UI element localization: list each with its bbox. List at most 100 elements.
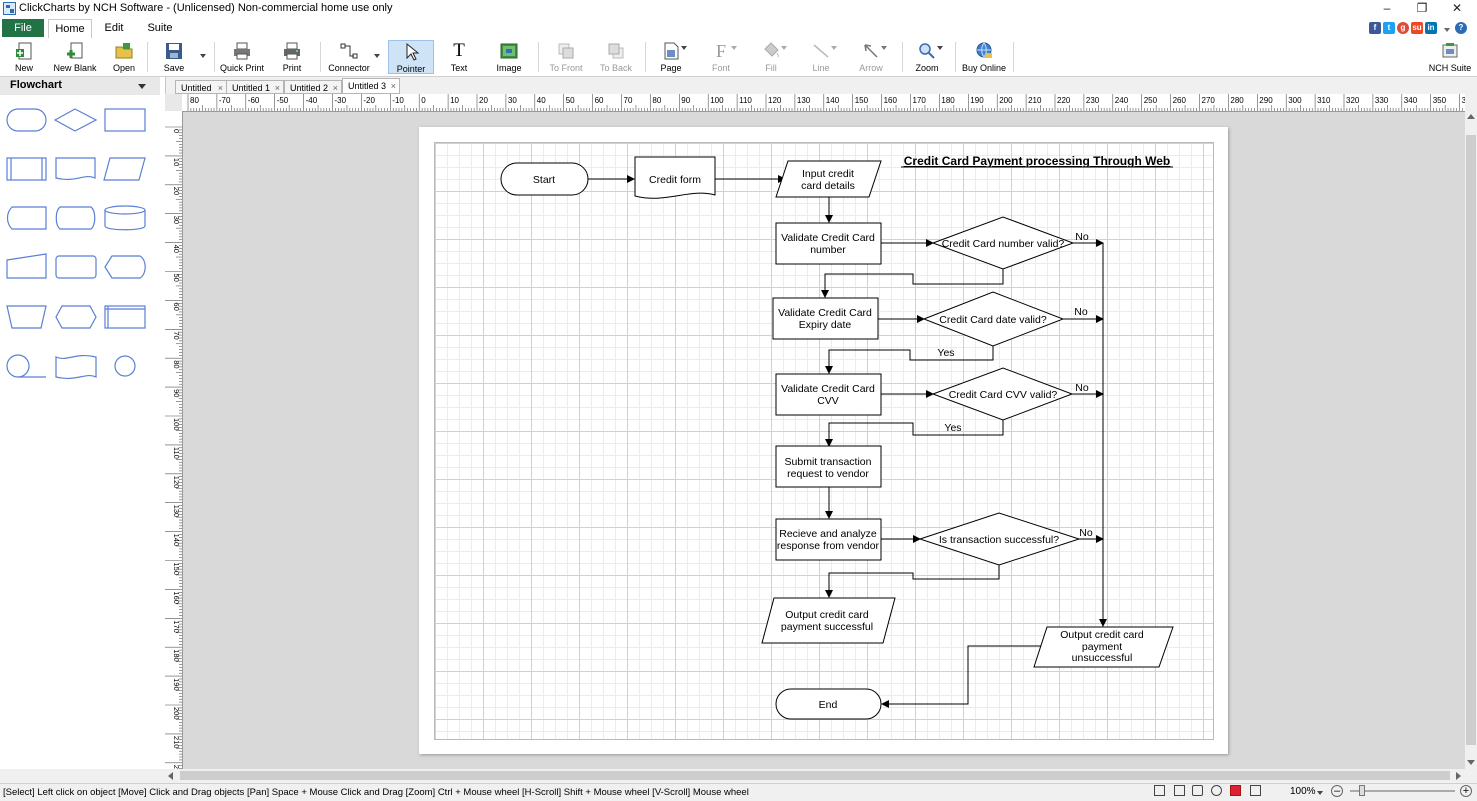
open-button[interactable]: Open — [106, 40, 142, 74]
zoom-in-icon[interactable]: + — [1460, 785, 1472, 797]
document-shape[interactable] — [55, 157, 96, 181]
decision-cvv[interactable] — [931, 367, 1074, 421]
output-fail-data[interactable] — [1033, 626, 1174, 668]
manual-operation-shape[interactable] — [6, 305, 47, 329]
connector-decision1-expiry[interactable] — [821, 269, 1004, 298]
connector-dropdown-icon[interactable] — [374, 54, 380, 58]
scroll-left-icon[interactable] — [168, 772, 173, 780]
zoom-dropdown-icon[interactable] — [937, 46, 943, 50]
grid-toggle-icon[interactable] — [1211, 785, 1222, 796]
restore-button[interactable]: ❐ — [1416, 1, 1428, 15]
scroll-up-icon[interactable] — [1467, 114, 1475, 119]
doc-tab-untitled-2[interactable]: Untitled 2× — [284, 80, 342, 94]
twitter-icon[interactable]: t — [1383, 22, 1395, 34]
connector-view-icon[interactable] — [1192, 785, 1203, 796]
image-button[interactable]: Image — [490, 40, 528, 74]
credit-form-document[interactable] — [634, 156, 716, 199]
horizontal-scroll-thumb[interactable] — [180, 771, 1450, 780]
google-icon[interactable]: g — [1397, 22, 1409, 34]
internal-storage-shape[interactable] — [104, 305, 146, 329]
nch-suite-button[interactable]: NCH Suite — [1428, 40, 1472, 74]
manual-input-shape[interactable] — [6, 253, 47, 279]
vertical-scroll-thumb[interactable] — [1466, 135, 1476, 745]
facebook-icon[interactable]: f — [1369, 22, 1381, 34]
new-blank-button[interactable]: New Blank — [52, 40, 98, 74]
zoom-button[interactable]: Zoom — [908, 40, 946, 74]
data-shape[interactable] — [103, 157, 146, 181]
snap-icon[interactable] — [1230, 785, 1241, 796]
validate-expiry-process[interactable] — [772, 297, 879, 340]
page-view-icon[interactable] — [1174, 785, 1185, 796]
print-button[interactable]: Print — [274, 40, 310, 74]
database-shape[interactable] — [104, 205, 146, 231]
line-button[interactable]: Line — [802, 40, 840, 74]
terminator-shape[interactable] — [6, 108, 47, 132]
tab-edit[interactable]: Edit — [104, 22, 124, 34]
receive-process[interactable] — [775, 518, 882, 561]
arrow-button[interactable]: Arrow — [852, 40, 890, 74]
validate-cvv-process[interactable] — [775, 373, 882, 416]
stumbleupon-icon[interactable]: su — [1411, 22, 1423, 34]
end-terminator[interactable] — [775, 688, 882, 720]
connector-decision2-cvv[interactable] — [825, 346, 994, 374]
text-button[interactable]: T Text — [440, 40, 478, 74]
alternate-process-shape[interactable] — [55, 255, 97, 279]
close-tab-icon[interactable]: × — [332, 83, 338, 93]
connector-fail-end[interactable] — [881, 645, 1042, 708]
decision-shape[interactable] — [53, 108, 98, 132]
font-dropdown-icon[interactable] — [731, 46, 737, 50]
connector-decision4-success[interactable] — [825, 565, 1000, 598]
start-terminator[interactable] — [500, 162, 589, 196]
decision-date[interactable] — [922, 291, 1065, 347]
scroll-right-icon[interactable] — [1456, 772, 1461, 780]
pointer-button[interactable]: Pointer — [388, 40, 434, 74]
fill-dropdown-icon[interactable] — [781, 46, 787, 50]
chevron-down-icon[interactable] — [138, 84, 146, 89]
new-button[interactable]: New — [5, 40, 43, 74]
process-shape[interactable] — [104, 108, 146, 132]
tab-home[interactable]: Home — [48, 19, 92, 38]
scroll-down-icon[interactable] — [1467, 760, 1475, 765]
shape-library-header[interactable] — [0, 77, 160, 95]
validate-number-process[interactable] — [775, 222, 882, 265]
arrow-dropdown-icon[interactable] — [881, 46, 887, 50]
zoom-slider-track[interactable] — [1350, 790, 1455, 792]
tab-suite[interactable]: Suite — [147, 22, 173, 34]
close-tab-icon[interactable]: × — [274, 83, 280, 93]
help-icon[interactable]: ? — [1455, 22, 1467, 34]
input-details-data[interactable] — [775, 160, 882, 198]
preparation-shape[interactable] — [55, 305, 97, 329]
close-tab-icon[interactable]: × — [217, 83, 223, 93]
submit-process[interactable] — [775, 445, 882, 488]
tab-file[interactable]: File — [2, 19, 44, 37]
doc-tab-untitled-1[interactable]: Untitled 1× — [226, 80, 284, 94]
social-dropdown-icon[interactable] — [1444, 28, 1450, 32]
buy-online-button[interactable]: Buy Online — [961, 40, 1007, 74]
to-back-button[interactable]: To Back — [596, 40, 636, 74]
close-button[interactable]: ✕ — [1451, 1, 1463, 15]
to-front-button[interactable]: To Front — [544, 40, 588, 74]
decision-number[interactable] — [931, 216, 1075, 270]
direct-data-shape[interactable] — [55, 206, 96, 230]
save-button[interactable]: Save — [156, 40, 192, 74]
zoom-level[interactable]: 100% — [1290, 786, 1316, 797]
save-dropdown-icon[interactable] — [200, 54, 206, 58]
output-success-data[interactable] — [761, 597, 896, 644]
connector-decision3-submit[interactable] — [825, 420, 1004, 447]
predefined-process-shape[interactable] — [6, 157, 47, 181]
stored-data-shape[interactable] — [6, 206, 47, 230]
font-button[interactable]: F Font — [702, 40, 740, 74]
page-dropdown-icon[interactable] — [681, 46, 687, 50]
punched-tape-shape[interactable] — [55, 354, 97, 380]
line-dropdown-icon[interactable] — [831, 46, 837, 50]
quick-print-button[interactable]: Quick Print — [220, 40, 264, 74]
fill-button[interactable]: Fill — [752, 40, 790, 74]
sequential-data-shape[interactable] — [6, 354, 46, 378]
minimize-button[interactable]: – — [1383, 1, 1391, 15]
decision-success[interactable] — [918, 512, 1081, 566]
zoom-dropdown-icon[interactable] — [1317, 791, 1323, 795]
zoom-slider-thumb[interactable] — [1359, 785, 1365, 796]
zoom-out-icon[interactable]: – — [1331, 785, 1343, 797]
layout-icon[interactable] — [1250, 785, 1261, 796]
connector-button[interactable]: Connector — [326, 40, 372, 74]
